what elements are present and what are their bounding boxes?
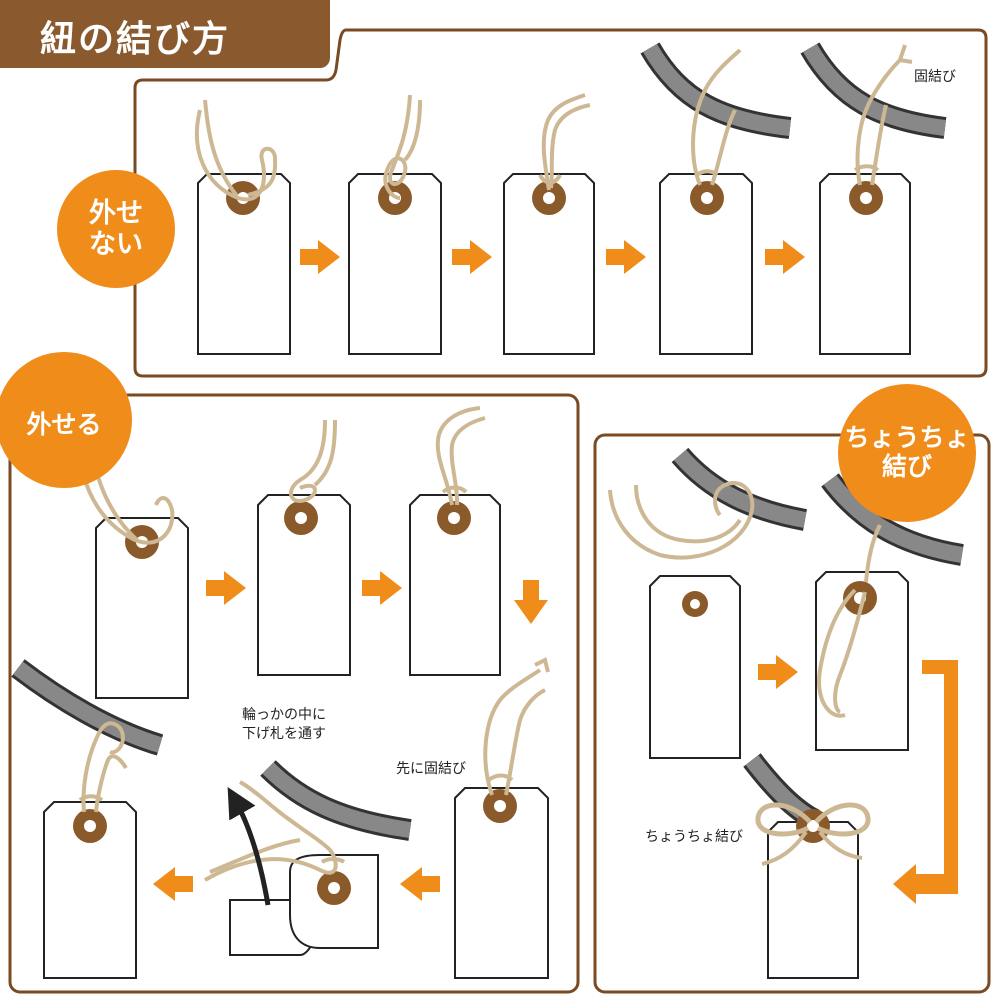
arrow-left-2 — [362, 571, 402, 605]
step-left-2 — [257, 419, 351, 676]
step-left-3 — [409, 406, 501, 676]
badge-bow: ちょうちょ 結び — [838, 384, 976, 522]
arrow-bow-1 — [758, 655, 798, 689]
badge-cannot-remove: 外せ ない — [57, 170, 175, 288]
page-title: 紐の結び方 — [40, 19, 231, 60]
arrow-top-1 — [300, 240, 340, 274]
note-square-knot: 固結び — [914, 69, 956, 85]
step-bow-1 — [608, 447, 807, 759]
arrow-top-3 — [606, 240, 646, 274]
arrow-bow-2 — [893, 660, 958, 904]
step-left-5 — [204, 760, 412, 956]
step-top-5 — [800, 42, 947, 355]
step-bow-3 — [743, 753, 871, 979]
note-loop-line-2: 下げ札を通す — [242, 725, 326, 742]
badge-bow-line-2: 結び — [881, 452, 932, 481]
arrow-left-1 — [206, 571, 246, 605]
badge-bow-line-1: ちょうちょ — [844, 423, 970, 453]
arrow-top-2 — [452, 240, 492, 274]
note-loop-line-1: 輪っかの中に — [242, 707, 326, 723]
step-left-4 — [454, 657, 550, 979]
badge-cannot-remove-line-2: ない — [89, 229, 143, 260]
step-top-4 — [640, 42, 792, 355]
step-bow-2 — [815, 473, 964, 751]
badge-removable: 外せる — [0, 352, 132, 488]
step-top-3 — [503, 93, 595, 355]
note-loop-through: 輪っかの中に 下げ札を通す — [242, 706, 326, 744]
arrow-top-4 — [765, 240, 805, 274]
step-left-6 — [11, 659, 164, 979]
arrow-left-4 — [400, 867, 440, 901]
step-top-1 — [194, 99, 291, 355]
arrow-left-5 — [153, 867, 193, 901]
step-left-1 — [78, 444, 189, 699]
step-top-2 — [348, 94, 442, 355]
badge-cannot-remove-line-1: 外せ — [89, 197, 143, 229]
note-knot-first: 先に固結び — [396, 761, 466, 777]
note-bow-knot: ちょうちょ結び — [645, 829, 743, 845]
arrow-left-3 — [514, 580, 548, 624]
badge-removable-text: 外せる — [26, 409, 102, 439]
title-band: 紐の結び方 — [0, 0, 330, 68]
